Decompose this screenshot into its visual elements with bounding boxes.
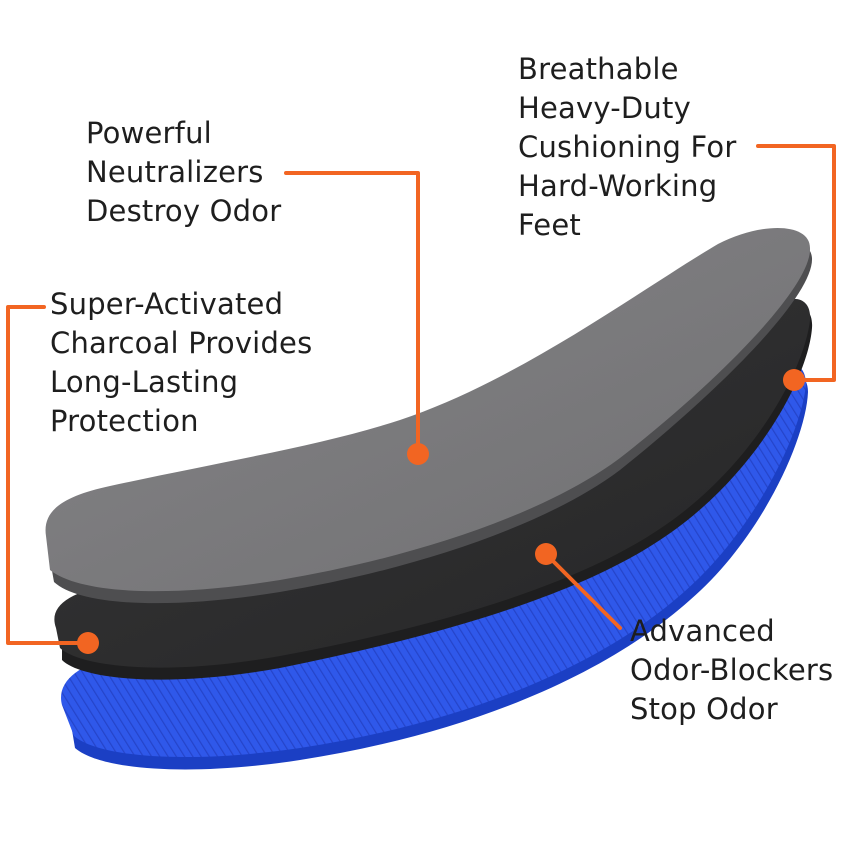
- leader-line-breathable: [756, 144, 836, 382]
- callout-blockers: Advanced Odor-Blockers Stop Odor: [630, 612, 833, 729]
- callout-neutralizers-line-3: Destroy Odor: [86, 194, 282, 228]
- callout-charcoal-line-2: Charcoal Provides: [50, 326, 313, 360]
- callout-neutralizers: Powerful Neutralizers Destroy Odor: [86, 114, 281, 231]
- marker-dot-neutralizers: [407, 443, 429, 465]
- callout-neutralizers-line-1: Powerful: [86, 116, 212, 150]
- top-gray-layer: [45, 227, 813, 604]
- leader-lines: [6, 144, 836, 645]
- callout-blockers-line-2: Odor-Blockers: [630, 653, 834, 687]
- callout-breathable-line-2: Heavy-Duty: [518, 91, 691, 125]
- callout-breathable-line-5: Feet: [518, 208, 581, 242]
- callout-breathable-line-1: Breathable: [518, 52, 679, 86]
- callout-blockers-line-3: Stop Odor: [630, 692, 778, 726]
- callout-breathable-line-4: Hard-Working: [518, 169, 718, 203]
- callout-blockers-line-1: Advanced: [630, 614, 775, 648]
- leader-line-neutralizers: [284, 171, 420, 456]
- callout-breathable: Breathable Heavy-Duty Cushioning For Har…: [518, 50, 736, 245]
- callout-charcoal-line-3: Long-Lasting: [50, 365, 239, 399]
- callout-charcoal: Super-Activated Charcoal Provides Long-L…: [50, 285, 312, 441]
- marker-dot-charcoal: [77, 632, 99, 654]
- marker-dot-blockers: [535, 543, 557, 565]
- callout-neutralizers-line-2: Neutralizers: [86, 155, 264, 189]
- callout-breathable-line-3: Cushioning For: [518, 130, 737, 164]
- callout-charcoal-line-4: Protection: [50, 404, 199, 438]
- callout-charcoal-line-1: Super-Activated: [50, 287, 284, 321]
- marker-dots: [77, 369, 805, 654]
- leader-line-charcoal: [6, 305, 88, 645]
- marker-dot-breathable: [783, 369, 805, 391]
- leader-line-blockers: [546, 554, 622, 630]
